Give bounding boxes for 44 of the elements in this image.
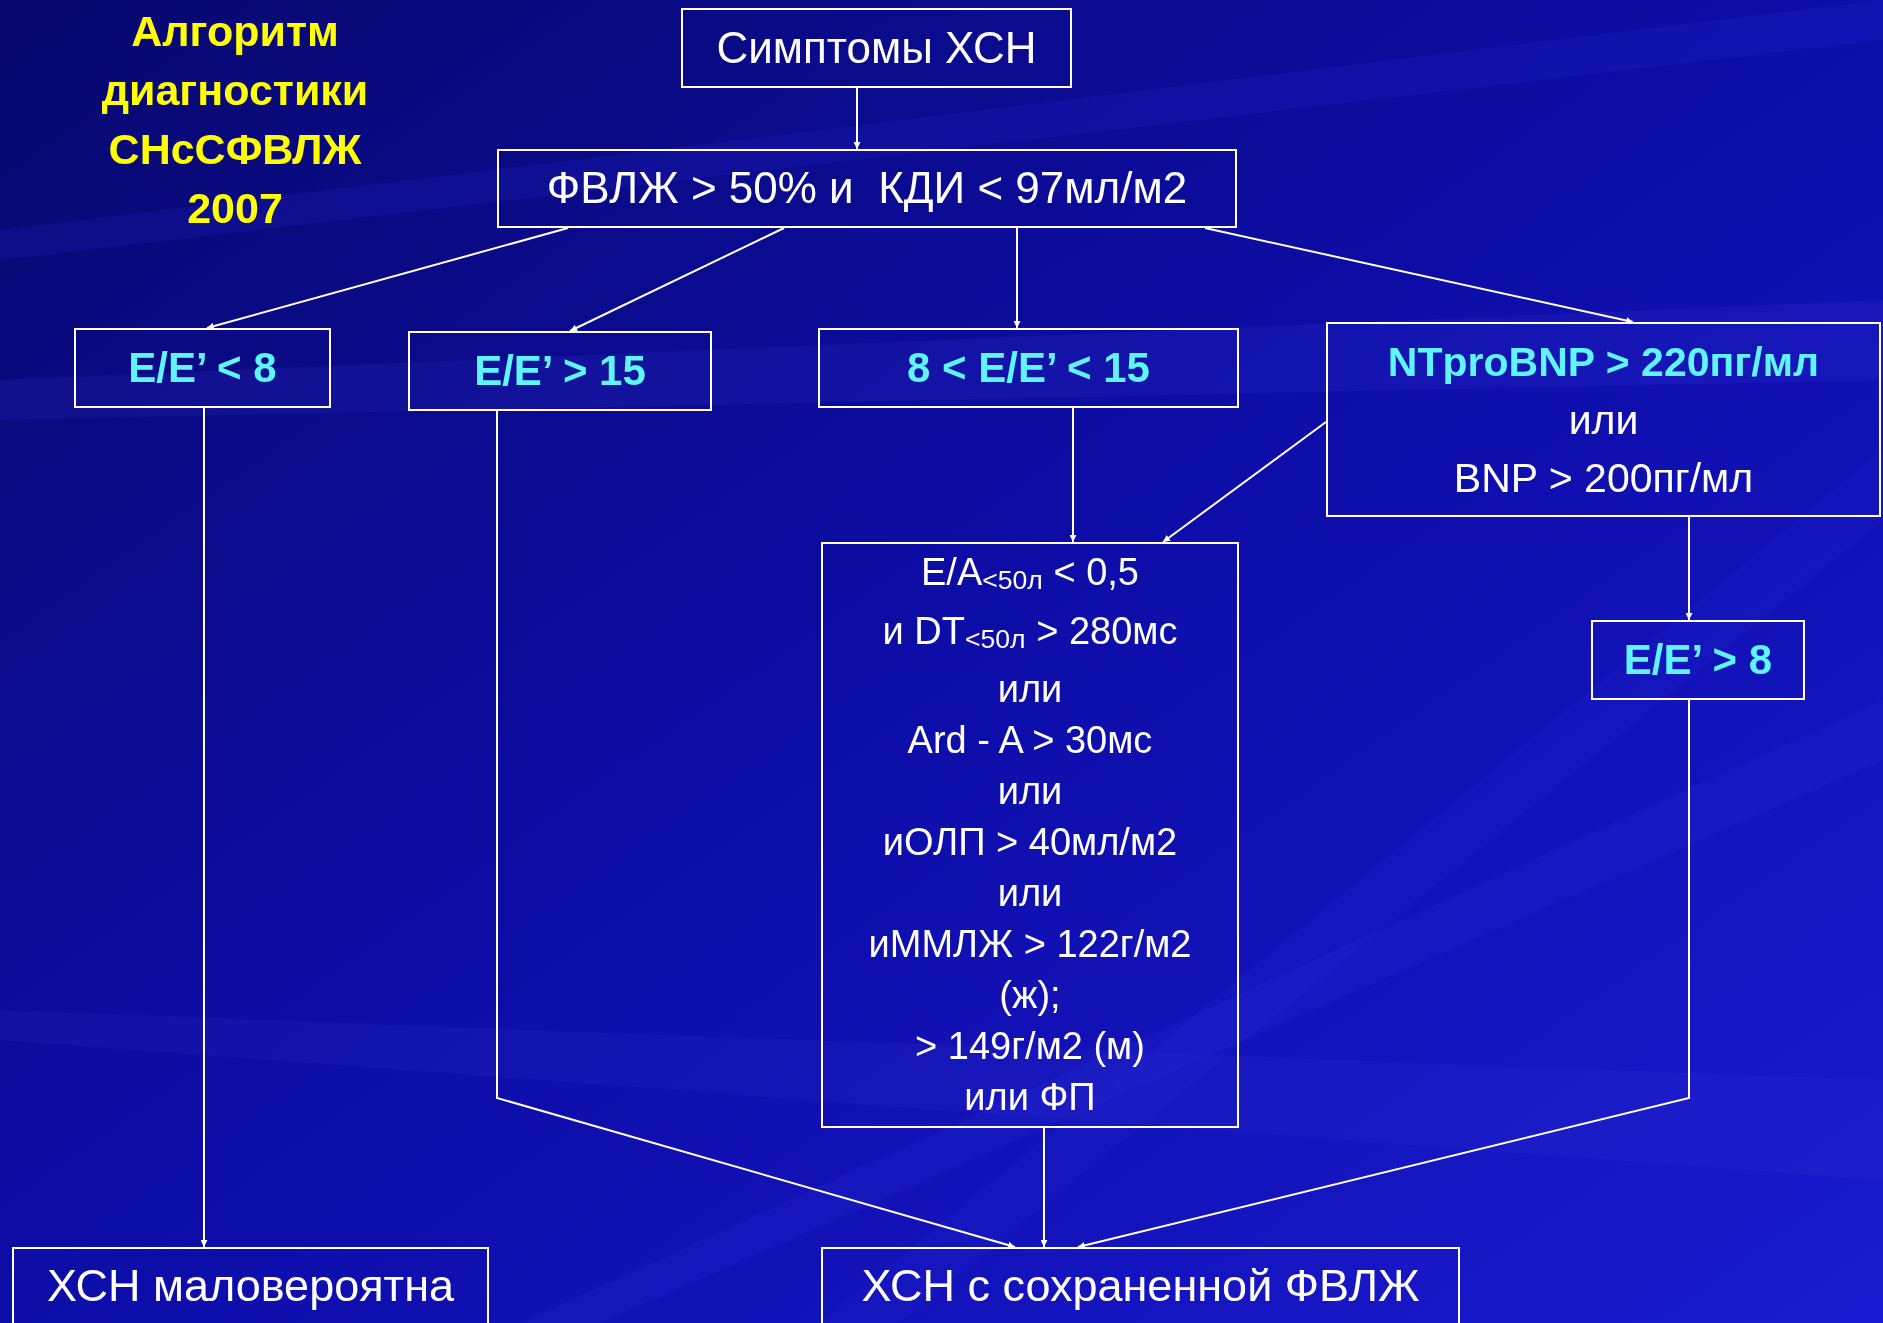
condition-text: иОЛП > 40мл/м2 [882,820,1178,866]
arrow [1040,1127,1048,1248]
condition-text: ФВЛЖ > 50% и КДИ < 97мл/м2 [546,162,1188,215]
condition-text: иММЛЖ > 122г/м2 (ж); [867,922,1193,1019]
process-box [681,8,1072,88]
arrow [1162,421,1327,543]
condition-text: E/E’ < 8 [128,342,277,393]
arrow [200,407,208,1248]
arrow [206,227,569,330]
process-box [818,328,1239,408]
condition-text: BNP > 200пг/мл [1453,453,1754,503]
condition-text: ХСН маловероятна [46,1259,455,1313]
arrow [1204,227,1634,324]
condition-text: E/E’ > 8 [1623,634,1773,685]
arrow [496,410,1016,1249]
arrow [1013,227,1021,329]
process-box [408,331,712,411]
condition-text: 8 < E/E’ < 15 [907,342,1150,393]
process-box [497,149,1237,228]
condition-text: NTproBNP > 220пг/мл [1387,337,1820,387]
process-box [1591,620,1805,700]
arrow [1685,516,1693,621]
arrow [1069,407,1077,543]
condition-text: ХСН с сохраненной ФВЛЖ [861,1259,1420,1313]
condition-text: Ard - A > 30мс [907,718,1153,764]
condition-text: E/E’ > 15 [474,345,646,396]
process-box [821,542,1239,1128]
condition-text: или ФП [964,1075,1096,1121]
arrow [853,87,861,150]
condition-text: и DT$_{<50л}$ > 280мс [882,608,1178,656]
arrow [1077,699,1690,1249]
condition-text: E/A$_{<50л}$ < 0,5 [921,549,1139,597]
condition-text: или [997,769,1063,815]
process-box [12,1247,489,1323]
condition-text: или [997,667,1063,713]
process-box [1326,322,1881,517]
diagram-title: Алгоритм диагностики СНсСФВЛЖ 2007 [100,6,370,234]
condition-text: > 149г/м2 (м) [915,1024,1145,1070]
condition-text: или [997,871,1063,917]
process-box [74,328,331,408]
condition-text: Симптомы ХСН [716,21,1037,74]
process-box [821,1247,1460,1323]
arrow [569,227,785,332]
condition-text: или [1568,395,1639,445]
